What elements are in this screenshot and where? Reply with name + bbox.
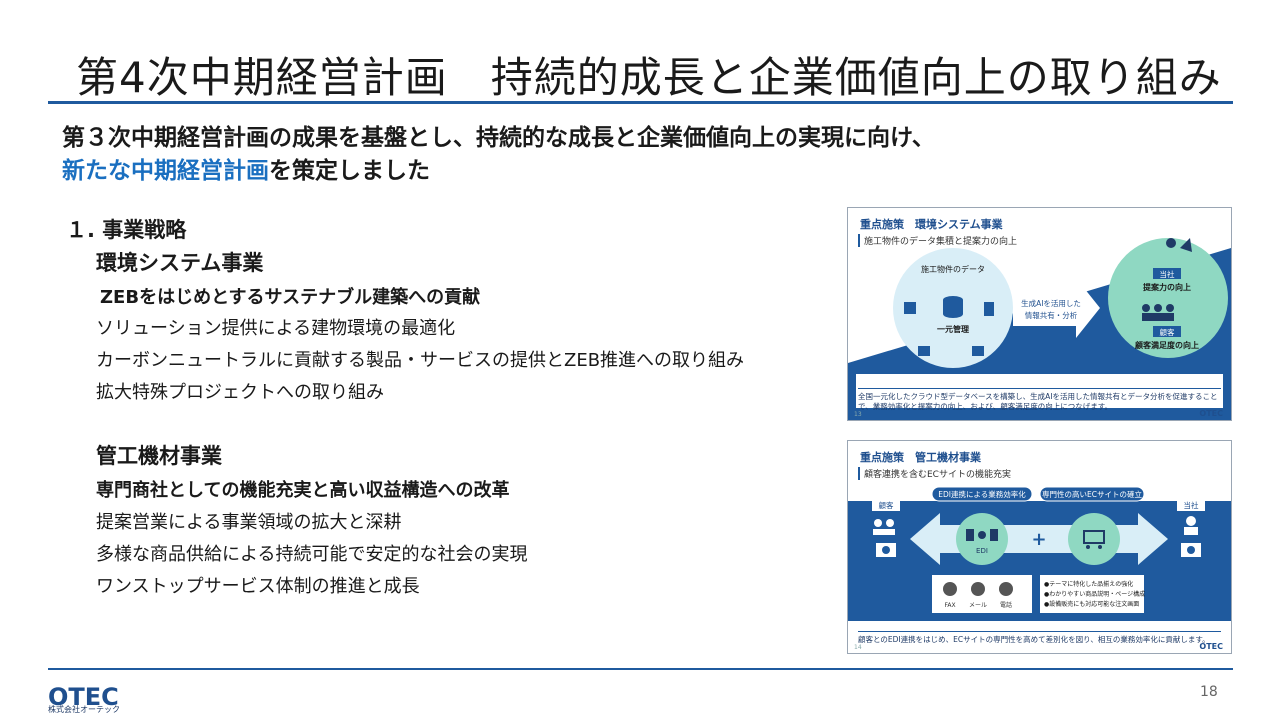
mail-icon: [971, 582, 985, 596]
ai-head-icon: [1030, 272, 1046, 288]
pipe-equipment-slide-thumbnail: 顧客 当社 EDI連携による業務効率化 専門性の高いECサイトの確立: [847, 440, 1232, 654]
env-item-1: ソリューション提供による建物環境の最適化: [96, 318, 456, 339]
pipe-item-2: 多様な商品供給による持続可能で安定的な社会の実現: [96, 544, 528, 565]
page-title: 第4次中期経営計画 持続的成長と企業価値向上の取り組み: [76, 53, 1222, 102]
ec-title-pill: [1039, 486, 1145, 502]
globe-icon-right: [1181, 543, 1201, 557]
ec-title-text: 専門性の高いECサイトの確立: [1042, 489, 1142, 499]
edi-title-text: EDI連携による業務効率化: [938, 489, 1026, 499]
fax-label: FAX: [944, 602, 955, 609]
panel2-subtitle: 顧客連携を含むECサイトの機能充実: [858, 467, 1011, 480]
customers-icon: [1142, 304, 1174, 321]
logo-text: OTEC: [48, 683, 118, 711]
panel1-page-number: 13: [854, 411, 862, 418]
pipe-item-1: 提案営業による事業領域の拡大と深耕: [96, 512, 402, 533]
edi-label: EDI: [976, 547, 988, 555]
page-number: 18: [1200, 684, 1218, 700]
env-title: 環境システム事業: [96, 251, 264, 275]
panel2-page-number: 14: [854, 644, 862, 651]
arrow-label-2: 情報共有・分析: [1025, 310, 1078, 320]
globe-icon-left: [876, 543, 896, 557]
env-item-2: カーボンニュートラルに貢献する製品・サービスの提供とZEB推進への取り組み: [96, 350, 745, 371]
ai-label: AI: [1033, 259, 1043, 269]
feature-3: ●設備販売にも対応可能な注文画面: [1044, 600, 1139, 608]
customer-group-icon: [873, 519, 895, 535]
phone-label: 電話: [1000, 601, 1012, 609]
database-icon: [943, 296, 963, 318]
panel1-logo: OTEC: [1199, 409, 1223, 418]
env-slide-graphic: 施工物件のデータ 一元管理 AI 生成AIを活用した 情報共有・分析 当社 提案…: [848, 238, 1231, 420]
document-icon: [966, 529, 974, 541]
ec-circle: [1068, 513, 1120, 565]
customer-tag: [1153, 326, 1181, 337]
company-tag-label: 当社: [1160, 269, 1176, 279]
arrow-label-1: 生成AIを活用した: [1021, 298, 1081, 308]
growth-arrow-icon: [1166, 238, 1192, 252]
lead-text: 第３次中期経営計画の成果を基盤とし、持続的な成長と企業価値向上の実現に向け、 新…: [62, 122, 935, 188]
lead-line-1: 第３次中期経営計画の成果を基盤とし、持続的な成長と企業価値向上の実現に向け、: [62, 125, 935, 151]
pipe-subtitle: 専門商社としての機能充実と高い収益構造への改革: [96, 480, 510, 501]
pipe-title: 管工機材事業: [96, 444, 222, 468]
env-system-slide-thumbnail: 施工物件のデータ 一元管理 AI 生成AIを活用した 情報共有・分析 当社 提案…: [847, 207, 1232, 421]
feature-2: ●わかりやすい商品説明・ページ構成: [1044, 590, 1145, 598]
customer-tag-box: [872, 499, 900, 511]
note-box: [856, 621, 1223, 643]
customer-result-text: 顧客満足度の向上: [1135, 340, 1199, 350]
edi-title-pill: [931, 486, 1033, 502]
results-circle: [1108, 238, 1228, 358]
mail-label: メール: [969, 602, 987, 609]
panel2-title: 重点施策 管工機材事業: [860, 451, 981, 464]
pipe-item-3: ワンストップサービス体制の推進と成長: [96, 576, 420, 597]
feature-1: ●テーマに特化した品揃えの強化: [1044, 580, 1133, 588]
company-tag: [1153, 268, 1181, 279]
pipe-slide-graphic: 顧客 当社 EDI連携による業務効率化 専門性の高いECサイトの確立: [848, 486, 1231, 643]
env-subtitle: ZEBをはじめとするサステナブル建築への貢献: [100, 287, 481, 308]
document-icon-2: [990, 529, 998, 541]
panel1-title: 重点施策 環境システム事業: [860, 218, 1003, 231]
company-name: 株式会社オーテック: [48, 705, 120, 714]
center-label: 一元管理: [937, 324, 969, 334]
factory-icon: [918, 346, 930, 356]
company-result-text: 提案力の向上: [1143, 282, 1191, 292]
phone-icon: [999, 582, 1013, 596]
strategy-heading: １. 事業戦略: [66, 218, 187, 242]
title-divider: [48, 101, 1233, 104]
gear-icon: [978, 531, 986, 539]
building-icon-right: [984, 302, 994, 316]
panel1-subtitle: 施工物件のデータ集積と提案力の向上: [858, 234, 1017, 247]
note-box: [856, 374, 1223, 408]
company-logo: OTEC: [48, 683, 118, 711]
panel1-note: 全国一元化したクラウド型データベースを構築し、生成AIを活用した情報共有とデータ…: [858, 388, 1221, 412]
shopping-cart-icon: [1083, 530, 1105, 549]
lead-highlight: 新たな中期経営計画: [62, 158, 269, 184]
building-icon-left: [904, 302, 916, 314]
person-icon: [1184, 516, 1198, 535]
process-arrow: [1013, 278, 1100, 338]
customer-tag-text: 顧客: [879, 500, 894, 510]
company-tag-box: [1177, 499, 1205, 511]
footer-divider: [48, 668, 1233, 670]
plus-sign: +: [1031, 529, 1046, 550]
customer-tag-label: 顧客: [1160, 327, 1176, 337]
features-box: [1040, 575, 1144, 613]
fax-icon: [943, 582, 957, 596]
company-tag-text: 当社: [1184, 500, 1200, 510]
panel2-note: 顧客とのEDI連携をはじめ、ECサイトの専門性を高めて差別化を図り、相互の業務効…: [858, 631, 1221, 645]
blue-background: [848, 501, 1231, 621]
lead-line-2: 新たな中期経営計画を策定しました: [62, 155, 935, 188]
house-icon: [972, 346, 984, 356]
cloud-label: 施工物件のデータ: [921, 264, 985, 274]
env-item-3: 拡大特殊プロジェクトへの取り組み: [96, 382, 384, 403]
panel2-logo: OTEC: [1199, 642, 1223, 651]
lead-line-2-rest: を策定しました: [269, 158, 430, 184]
